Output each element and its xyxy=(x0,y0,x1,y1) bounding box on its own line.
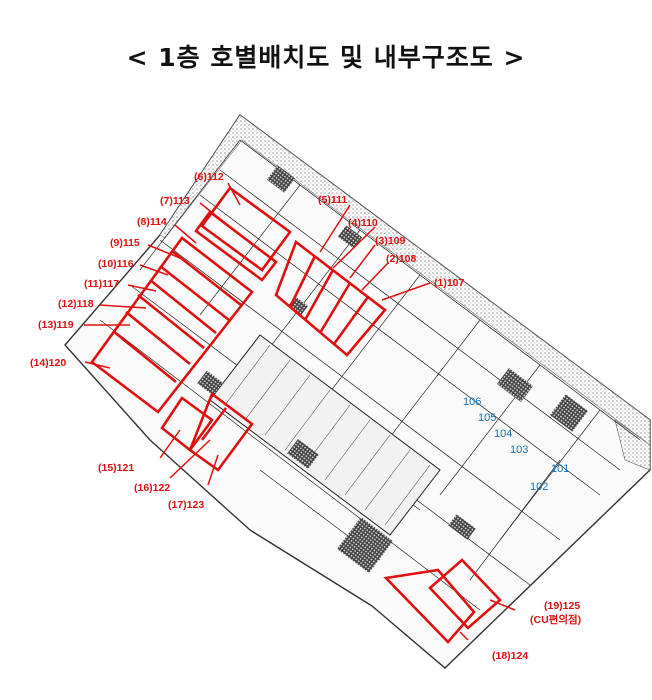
unit-label-116: (10)116 xyxy=(98,258,134,270)
unit-122-box xyxy=(188,391,254,472)
unit-number-105: 105 xyxy=(478,412,496,424)
unit-125-box xyxy=(428,558,502,630)
unit-label-121: (15)121 xyxy=(98,462,134,474)
unit-124-box xyxy=(383,568,476,644)
left-units-block xyxy=(90,236,254,414)
outer-wall-hatch-right xyxy=(614,419,651,471)
unit-label-113: (7)113 xyxy=(160,195,190,207)
unit-label-107: (1)107 xyxy=(434,277,465,289)
unit-labels-blue: 106 105 104 103 101 102 xyxy=(463,396,569,493)
unit-label-114: (8)114 xyxy=(137,216,167,228)
unit-label-125: (19)125 xyxy=(544,600,580,612)
unit-113-box xyxy=(194,210,278,282)
unit-label-112: (6)112 xyxy=(194,171,224,183)
unit-label-110: (4)110 xyxy=(348,217,378,229)
unit-label-125-note: (CU편의점) xyxy=(530,613,581,626)
unit-label-124: (18)124 xyxy=(492,650,528,662)
unit-label-109: (3)109 xyxy=(375,235,406,247)
unit-label-119: (13)119 xyxy=(38,319,74,331)
unit-label-115: (9)115 xyxy=(110,237,140,249)
highlighted-units xyxy=(90,186,502,644)
unit-number-101: 101 xyxy=(551,463,569,475)
building-outline xyxy=(64,113,651,669)
unit-label-117: (11)117 xyxy=(84,278,119,290)
unit-label-120: (14)120 xyxy=(30,357,66,369)
unit-number-102: 102 xyxy=(530,481,548,493)
leader-arrows xyxy=(84,182,516,641)
unit-label-118: (12)118 xyxy=(58,298,94,310)
outer-wall-hatch xyxy=(159,114,651,446)
unit-label-111: (5)111 xyxy=(318,194,347,206)
unit-number-106: 106 xyxy=(463,396,481,408)
page-title: < 1층 호별배치도 및 내부구조도 > xyxy=(126,43,526,72)
unit-label-123: (17)123 xyxy=(168,499,204,511)
unit-number-103: 103 xyxy=(510,444,528,456)
fixtures xyxy=(197,165,589,574)
right-units-block xyxy=(274,239,387,357)
unit-label-122: (16)122 xyxy=(134,482,170,494)
unit-labels-red: (6)112 (7)113 (8)114 (9)115 (10)116 (11)… xyxy=(30,171,581,662)
unit-label-108: (2)108 xyxy=(386,253,417,265)
unit-number-104: 104 xyxy=(494,428,512,440)
